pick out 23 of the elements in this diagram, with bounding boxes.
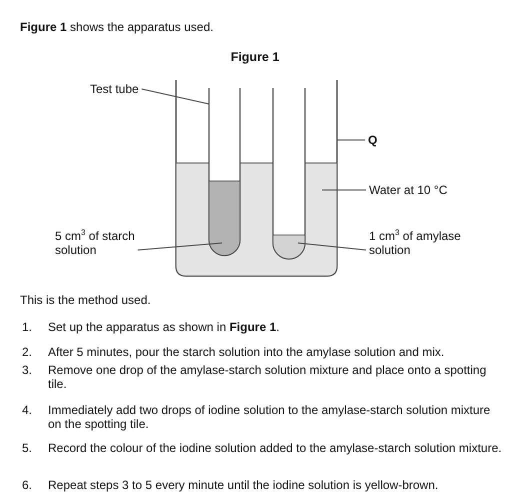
leader-line bbox=[298, 242, 366, 250]
step-number: 6. bbox=[22, 478, 34, 492]
callout-label: Q bbox=[368, 133, 378, 147]
figure-title: Figure 1 bbox=[230, 50, 280, 64]
callout-label: Test tube bbox=[90, 82, 139, 96]
step-number: 4. bbox=[22, 403, 34, 417]
step-number: 1. bbox=[22, 320, 34, 334]
step-text: Set up the apparatus as shown in Figure 1. bbox=[48, 320, 280, 334]
intro-text: Figure 1 shows the apparatus used. bbox=[20, 20, 214, 34]
callout-label: Water at 10 °C bbox=[369, 183, 448, 197]
leader-line bbox=[137, 242, 222, 250]
step-number: 5. bbox=[22, 441, 34, 455]
step-number: 2. bbox=[22, 345, 34, 359]
step-text: Immediately add two drops of iodine solution to the amylase-starch solution mixture on the spotting tile. bbox=[48, 403, 492, 431]
step-text: Record the colour of the iodine solution added to the amylase-starch solution mixture. bbox=[48, 441, 503, 455]
callout-label: 5 cm$^{3}$ of starch solution bbox=[55, 229, 135, 257]
step-text: Repeat steps 3 to 5 every minute until the iodine solution is yellow-brown. bbox=[48, 478, 440, 492]
leader-line bbox=[141, 88, 210, 104]
step-text: Remove one drop of the amylase-starch solution mixture and place onto a spotting tile. bbox=[48, 363, 488, 391]
callout-label: 1 cm$^{3}$ of amylase solution bbox=[369, 229, 461, 257]
step-text: After 5 minutes, pour the starch solution into the amylase solution and mix. bbox=[48, 345, 446, 359]
step-number: 3. bbox=[22, 363, 34, 377]
method-intro: This is the method used. bbox=[20, 293, 152, 307]
